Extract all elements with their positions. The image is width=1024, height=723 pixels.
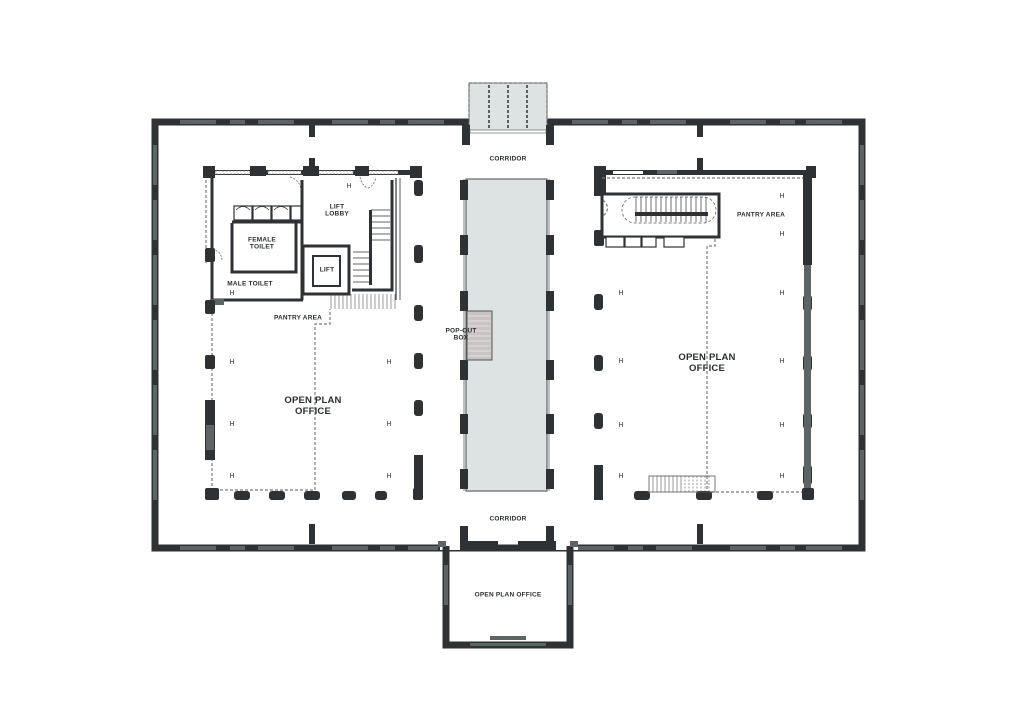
- bottom-annex: [438, 526, 578, 649]
- label-pantry-area-left: PANTRY AREA: [273, 314, 323, 322]
- label-office-right-line2: OFFICE: [688, 363, 726, 374]
- h-marker-icon: H: [229, 289, 235, 297]
- h-marker-icon: H: [779, 192, 785, 200]
- label-pantry-area-right: PANTRY AREA: [736, 211, 786, 219]
- label-open-plan-office-annex: OPEN PLAN OFFICE: [474, 591, 542, 599]
- label-lift: LIFT: [319, 266, 335, 274]
- label-pop-out-box-line2: BOX: [453, 335, 469, 342]
- h-marker-icon: H: [346, 182, 352, 190]
- label-female-toilet-line1: FEMALE: [248, 236, 276, 244]
- label-corridor-bottom: CORRIDOR: [489, 515, 527, 523]
- h-marker-icon: H: [229, 472, 235, 480]
- h-marker-icon: H: [618, 289, 624, 297]
- h-marker-icon: H: [779, 421, 785, 429]
- h-marker-icon: H: [779, 230, 785, 238]
- h-marker-icon: H: [386, 420, 392, 428]
- label-lift-lobby: LIFT LOBBY: [325, 204, 349, 219]
- left-wing-structure: [203, 158, 423, 500]
- label-lift-lobby-line2: LOBBY: [325, 211, 349, 218]
- label-office-right-line1: OPEN PLAN: [678, 352, 736, 364]
- label-lift-lobby-line1: LIFT: [329, 203, 345, 211]
- h-marker-icon: H: [229, 358, 235, 366]
- label-pop-out-box-line1: POP-OUT: [445, 327, 477, 335]
- h-marker-icon: H: [386, 358, 392, 366]
- label-office-left-line2: OFFICE: [294, 406, 332, 417]
- right-wing-structure: [594, 158, 816, 500]
- label-female-toilet-line2: TOILET: [249, 244, 275, 251]
- h-marker-icon: H: [618, 357, 624, 365]
- label-male-toilet: MALE TOILET: [227, 280, 273, 288]
- h-marker-icon: H: [779, 472, 785, 480]
- label-office-left-line1: OPEN PLAN: [284, 395, 342, 407]
- label-corridor-top: CORRIDOR: [489, 155, 527, 163]
- h-marker-icon: H: [779, 357, 785, 365]
- h-marker-icon: H: [618, 421, 624, 429]
- h-marker-icon: H: [386, 472, 392, 480]
- top-entrance-canopy: [462, 82, 554, 145]
- h-marker-icon: H: [229, 420, 235, 428]
- pop-out-box: [466, 310, 493, 361]
- label-pop-out-box: POP-OUT BOX: [445, 328, 476, 343]
- label-female-toilet: FEMALE TOILET: [248, 237, 276, 252]
- h-marker-icon: H: [618, 472, 624, 480]
- h-marker-icon: H: [779, 289, 785, 297]
- label-open-plan-office-right: OPEN PLAN OFFICE: [678, 352, 736, 375]
- label-open-plan-office-left: OPEN PLAN OFFICE: [284, 395, 342, 418]
